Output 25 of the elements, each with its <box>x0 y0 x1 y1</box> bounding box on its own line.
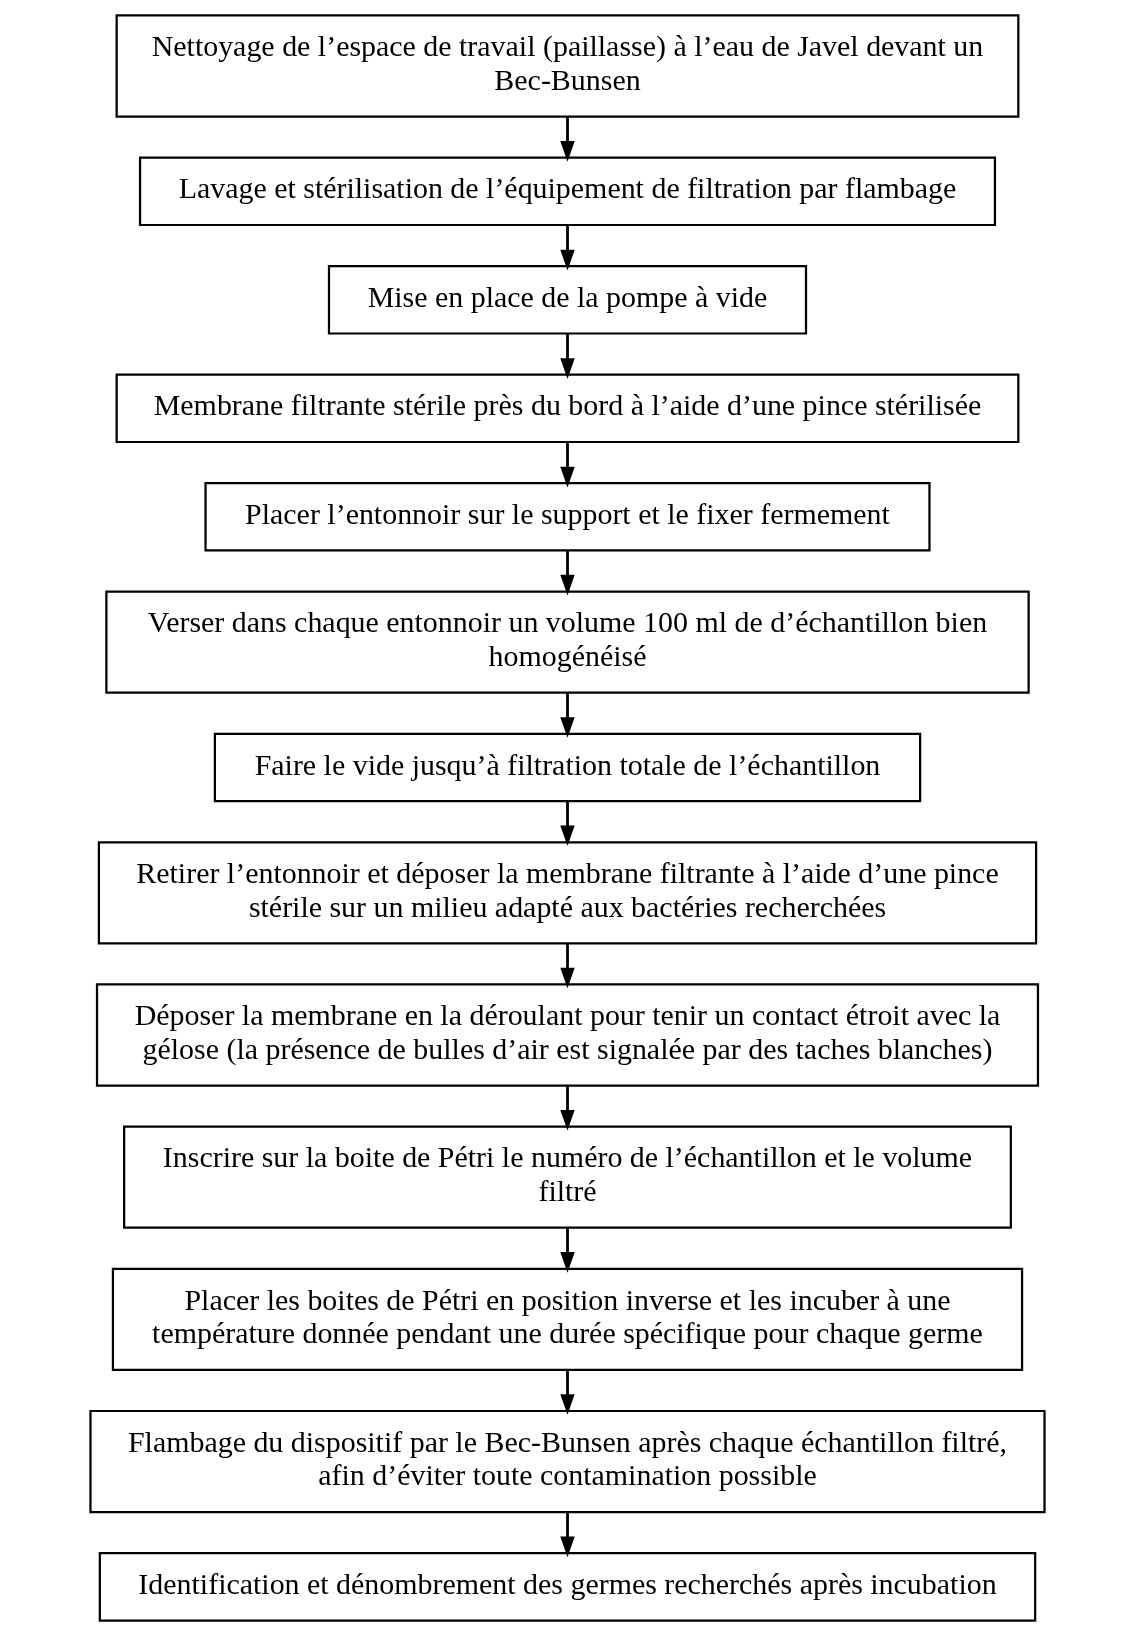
node-box: Placer l’entonnoir sur le support et le fixer fermement <box>203 482 931 552</box>
node-box: Verser dans chaque entonnoir un volume 100 ml de d’échantillon bien homogénéisé <box>104 590 1030 694</box>
arrow <box>559 692 575 738</box>
arrow <box>559 1086 575 1131</box>
node-box: Placer les boites de Pétri en position inverse et les incuber à une température donnée pendant une durée spécifique pour chaque germe <box>111 1267 1023 1371</box>
node-box: Lavage et stérilisation de l’équipement de filtration par flambage <box>138 156 996 227</box>
node-box: Flambage du dispositif par le Bec-Bunsen après chaque échantillon filtré, afin d’éviter toute contamination possible <box>88 1409 1046 1514</box>
arrow <box>559 550 575 596</box>
node-box: Inscrire sur la boite de Pétri le numéro de l’échantillon et le volume filtré <box>122 1125 1012 1229</box>
arrow <box>559 225 575 271</box>
arrow <box>559 116 575 162</box>
arrow <box>559 333 575 379</box>
arrow <box>559 1370 575 1415</box>
node-box: Mise en place de la pompe à vide <box>327 265 807 335</box>
node-box: Faire le vide jusqu’à filtration totale de l’échantillon <box>213 732 921 803</box>
arrow <box>559 1228 575 1273</box>
node-box: Identification et dénombrement des germes recherchés après incubation <box>98 1552 1036 1622</box>
arrow <box>559 943 575 989</box>
arrow <box>559 801 575 847</box>
node-box: Déposer la membrane en la déroulant pour tenir un contact étroit avec la gélose (la présence de bulles d’air est signalée par des taches blanches) <box>95 983 1039 1087</box>
arrow <box>559 442 575 488</box>
node-box: Nettoyage de l’espace de travail (paillasse) à l’eau de Javel devant un Bec-Bunsen <box>115 14 1019 118</box>
node-box: Retirer l’entonnoir et déposer la membrane filtrante à l’aide d’une pince stérile sur un milieu adapté aux bactéries recherchées <box>97 841 1037 945</box>
node-box: Membrane filtrante stérile près du bord à l’aide d’une pince stérilisée <box>115 373 1019 444</box>
arrow <box>559 1512 575 1558</box>
